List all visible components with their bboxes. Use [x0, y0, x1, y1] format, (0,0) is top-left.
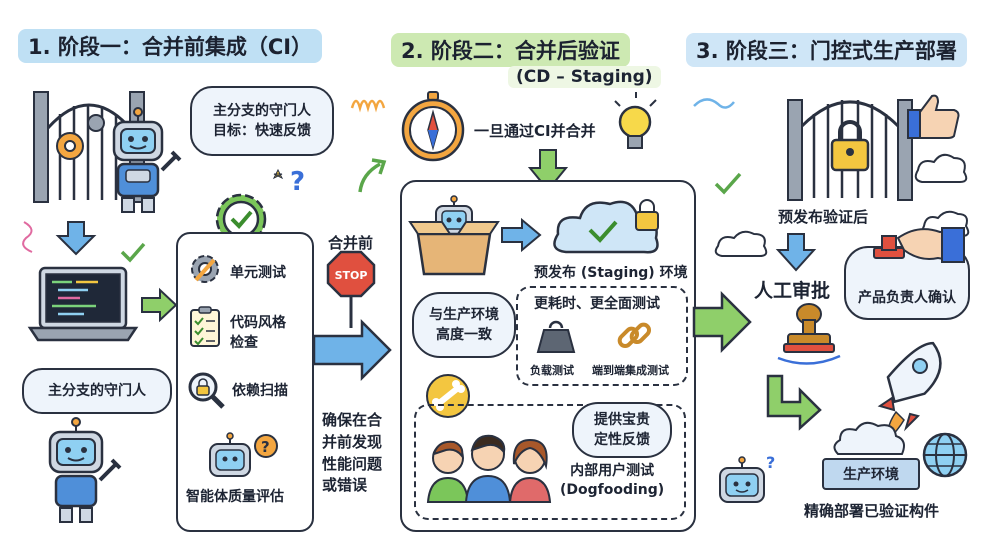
globe-icon [922, 432, 968, 478]
check-dependency-scan-label: 依赖扫描 [232, 383, 288, 399]
production-env-badge: 生产环境 [822, 458, 920, 490]
robot-small-icon: ? [719, 453, 775, 503]
right-arrow-icon [501, 217, 542, 253]
svg-text:?: ? [766, 453, 775, 472]
down-arrow-icon [775, 233, 817, 272]
down-arrow-icon [527, 149, 569, 192]
owner-confirm-text: 产品负责人确认 [858, 289, 956, 306]
weight-icon [536, 320, 576, 353]
svg-text:?: ? [290, 167, 305, 197]
approval-stamp-icon [777, 303, 841, 365]
big-blue-arrow-icon [312, 318, 392, 382]
e2e-test-label: 端到端集成测试 [592, 364, 669, 377]
feedback-speech-bubble: 提供宝贵 定性反馈 [572, 402, 672, 458]
compass-icon [401, 91, 465, 162]
smoke-cloud-icon [833, 421, 905, 455]
stop-sign-text: STOP [335, 269, 368, 282]
magnifier-lock-icon [188, 372, 225, 409]
parity-text: 与生产环境 高度一致 [429, 306, 499, 343]
thorough-testing-title: 更耗时、更全面测试 [534, 296, 660, 312]
thorough-testing-box [516, 286, 688, 386]
turn-arrow-icon [766, 374, 822, 431]
gatekeeper-label-bubble: 主分支的守门人 [22, 368, 172, 414]
bone-icon [426, 374, 470, 418]
gear-check-icon [215, 193, 267, 245]
ci-purpose-caption: 确保在合 并前发现 性能问题 或错误 [322, 411, 383, 495]
stage2-trigger-text: 一旦通过CI并合并 [474, 122, 596, 140]
question-mark-icon: ? [272, 167, 305, 197]
chain-link-icon [617, 322, 652, 349]
stop-sign-icon: STOP [326, 250, 376, 328]
deploy-verified-artifact-label: 精确部署已验证构件 [804, 502, 940, 520]
robot-in-box-icon [408, 195, 500, 276]
cloud-decoration-icon [914, 153, 968, 183]
stage3-title: 3. 阶段三：门控式生产部署 [686, 33, 967, 67]
team-people-icon [426, 434, 552, 503]
stop-caption: 合并前 [328, 234, 374, 252]
big-green-arrow-icon [692, 290, 752, 354]
check-mark-icon [120, 242, 146, 263]
dogfooding-label: 内部用户测试 (Dogfooding) [560, 463, 665, 498]
gatekeeper-speech-bubble: 主分支的守门人 目标：快速反馈 [190, 86, 334, 156]
laptop-code-icon [27, 266, 139, 342]
down-arrow-icon [55, 221, 97, 256]
cloud-lock-icon [553, 199, 659, 254]
lightbulb-icon [614, 92, 657, 149]
check-agent-quality-label: 智能体质量评估 [186, 489, 284, 505]
check-mark-icon [714, 172, 742, 195]
robot-gatekeeper-small-icon [48, 417, 122, 523]
stage2-subtitle: (CD – Staging) [508, 66, 661, 88]
gear-wrench-icon [191, 255, 219, 283]
cloud-decoration-icon [714, 230, 768, 257]
locked-gate-icon [787, 99, 913, 201]
svg-text:?: ? [261, 438, 270, 456]
stage2-title: 2. 阶段二：合并后验证 [391, 33, 630, 67]
robot-gatekeeper-icon [112, 107, 182, 213]
gatekeeper-label: 主分支的守门人 [48, 382, 146, 399]
up-arrow-icon [358, 158, 387, 193]
feedback-text: 提供宝贵 定性反馈 [594, 411, 650, 448]
gatekeeper-bubble-line2: 目标：快速反馈 [213, 123, 311, 139]
check-unit-test-label: 单元测试 [230, 265, 286, 281]
robot-question-icon: ? [209, 432, 278, 477]
load-test-label: 负载测试 [530, 364, 574, 377]
dogfooding-box [414, 404, 686, 520]
rocket-icon [877, 341, 942, 442]
check-code-style-label: 代码风格 检查 [230, 315, 286, 351]
gatekeeper-bubble-line1: 主分支的守门人 [213, 102, 311, 119]
wind-decoration-icon [693, 98, 735, 109]
checklist-icon [190, 306, 220, 347]
hand-stamp-icon [873, 227, 965, 264]
scribble-decoration-icon [350, 99, 386, 113]
manual-approval-label: 人工审批 [754, 280, 831, 302]
squiggle-decoration-icon [22, 221, 33, 253]
parity-speech-bubble: 与生产环境 高度一致 [412, 292, 516, 358]
after-staging-label: 预发布验证后 [778, 208, 869, 226]
staging-env-label: 预发布 (Staging) 环境 [534, 265, 688, 281]
stage1-title: 1. 阶段一：合并前集成（CI） [18, 29, 323, 63]
thumbs-up-icon [907, 94, 960, 139]
right-arrow-icon [141, 287, 178, 323]
production-env-label: 生产环境 [843, 467, 899, 483]
